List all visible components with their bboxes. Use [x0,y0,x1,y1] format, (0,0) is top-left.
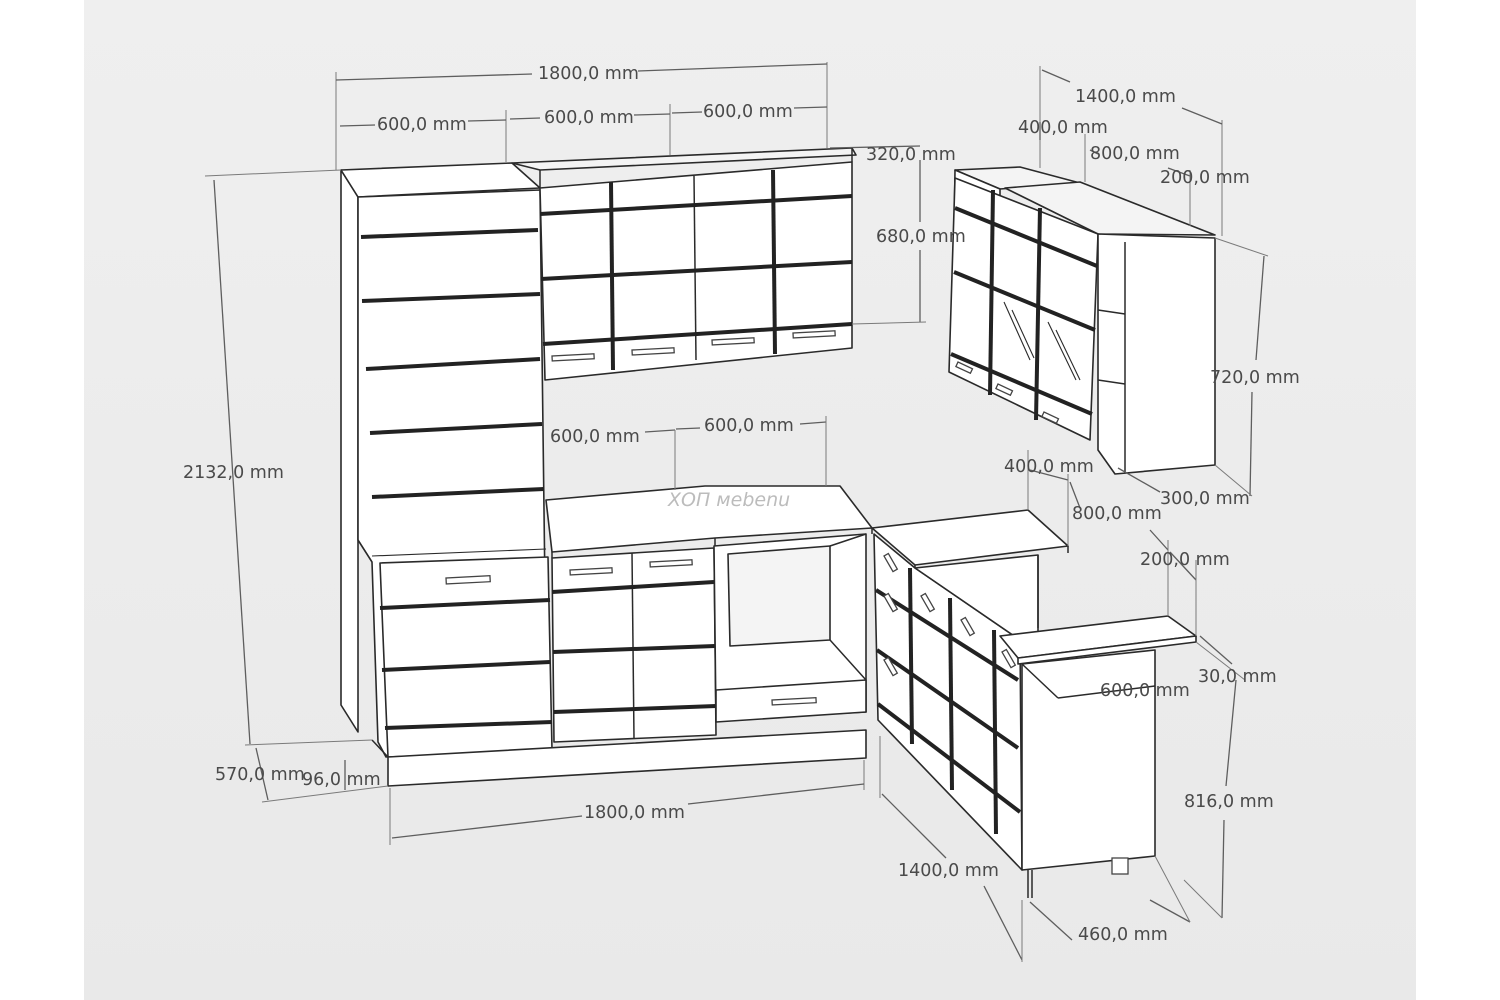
dim-wall-unit-depth: 300,0 mm [1160,489,1250,509]
dim-upper-height: 680,0 mm [876,227,966,247]
dim-wall-unit-total: 1400,0 mm [1075,87,1176,107]
watermark-text: ХОП мebenu [667,489,790,511]
right-wall-unit [948,166,1216,475]
dim-upper-col1: 600,0 mm [377,115,467,135]
dim-bar-height: 816,0 mm [1184,792,1274,812]
dim-counter-right: 600,0 mm [704,416,794,436]
base-cabinets-left-run [371,485,873,787]
dim-wall-unit-right: 200,0 mm [1160,168,1250,188]
dim-corner-run: 1400,0 mm [898,861,999,881]
dim-upper-depth: 320,0 mm [866,145,956,165]
dim-corner-left: 400,0 mm [1004,457,1094,477]
dim-plinth-height: 96,0 mm [302,770,381,790]
corner-base-cabinets [871,509,1197,898]
dim-base-total-width: 1800,0 mm [584,803,685,823]
upper-wall-cabinets [511,147,857,381]
dim-upper-col2: 600,0 mm [544,108,634,128]
dim-base-depth: 570,0 mm [215,765,305,785]
dim-bar-depth: 600,0 mm [1100,681,1190,701]
dimension-labels: 1800,0 mm 600,0 mm 600,0 mm 600,0 mm 320… [183,64,1300,945]
kitchen-dimension-drawing: ХОП мebenu [183,62,1300,962]
dim-wall-unit-mid: 800,0 mm [1090,144,1180,164]
dim-upper-col3: 600,0 mm [703,102,793,122]
dim-bar-width: 460,0 mm [1078,925,1168,945]
dim-upper-total-width: 1800,0 mm [538,64,639,84]
dim-corner-right: 200,0 mm [1140,550,1230,570]
dim-bar-thickness: 30,0 mm [1198,667,1277,687]
dim-wall-unit-height: 720,0 mm [1210,368,1300,388]
drawing-canvas: ХОП мebenu [84,0,1416,1000]
dimension-lines [204,62,1269,962]
dim-counter-left: 600,0 mm [550,427,640,447]
dim-total-height: 2132,0 mm [183,463,284,483]
dim-corner-mid: 800,0 mm [1072,504,1162,524]
dim-wall-unit-left: 400,0 mm [1018,118,1108,138]
